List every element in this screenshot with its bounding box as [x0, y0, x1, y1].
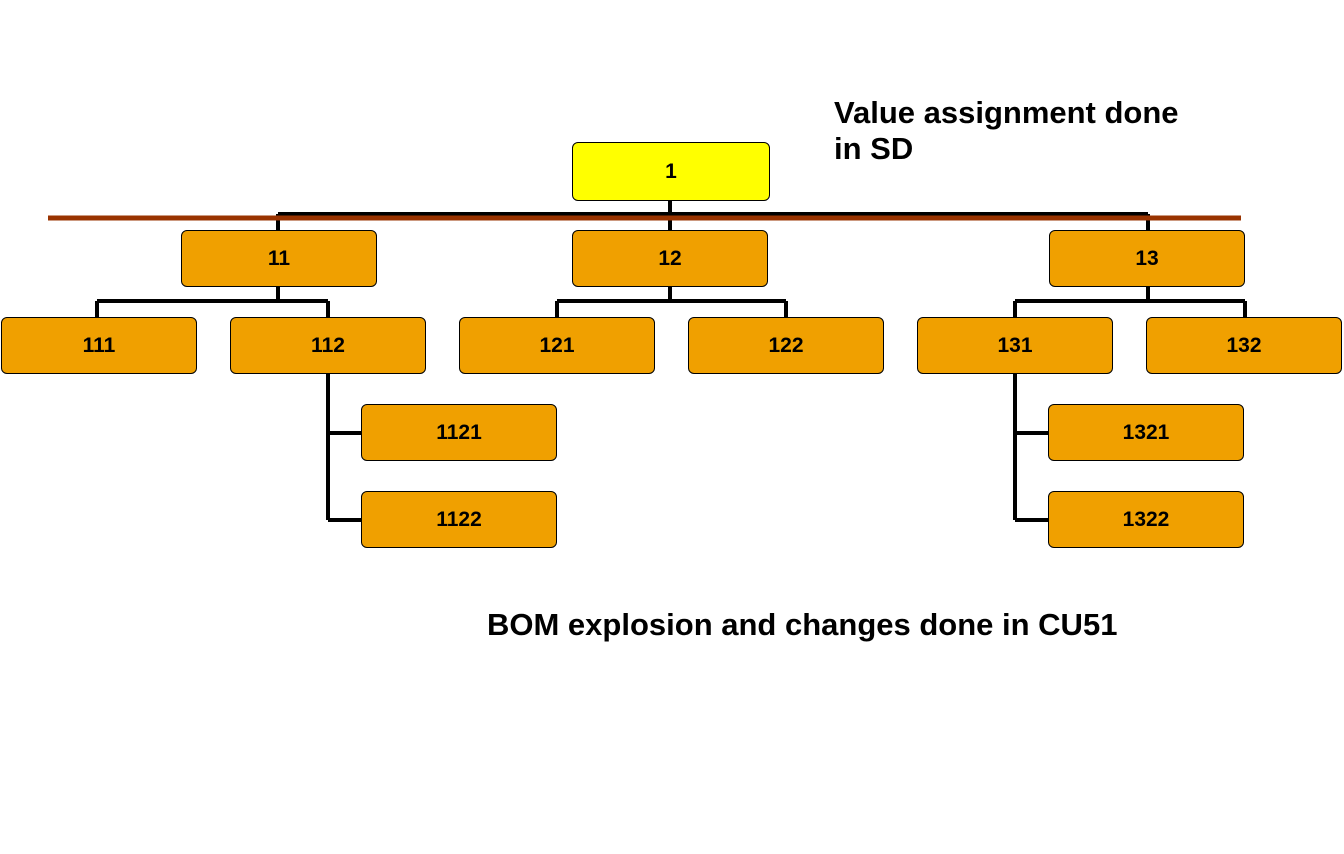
- node-label: 1: [665, 159, 677, 183]
- node-label: 112: [311, 333, 345, 357]
- caption-line: Value assignment done: [834, 95, 1179, 130]
- node-label: 1321: [1122, 420, 1170, 444]
- node-112: 112: [230, 317, 426, 374]
- node-132: 132: [1146, 317, 1342, 374]
- node-label: 1122: [436, 507, 482, 531]
- node-label: 122: [768, 333, 804, 357]
- node-1322: 1322: [1048, 491, 1244, 548]
- node-11: 11: [181, 230, 377, 287]
- node-label: 111: [82, 333, 116, 357]
- node-1122: 1122: [361, 491, 557, 548]
- node-label: 13: [1135, 246, 1159, 270]
- node-label: 12: [658, 246, 682, 270]
- node-1321: 1321: [1048, 404, 1244, 461]
- node-12: 12: [572, 230, 768, 287]
- node-13: 13: [1049, 230, 1245, 287]
- node-label: 132: [1226, 333, 1262, 357]
- node-111: 111: [1, 317, 197, 374]
- node-122: 122: [688, 317, 884, 374]
- node-label: 121: [539, 333, 575, 357]
- node-1: 1: [572, 142, 770, 201]
- node-label: 1322: [1122, 507, 1170, 531]
- caption-line: in SD: [834, 131, 914, 167]
- node-1121: 1121: [361, 404, 557, 461]
- node-label: 1121: [436, 420, 482, 444]
- bom-explosion-caption: BOM explosion and changes done in CU51: [487, 607, 1118, 642]
- node-121: 121: [459, 317, 655, 374]
- node-label: 11: [267, 246, 291, 270]
- value-assignment-caption: Value assignment done in SD: [834, 95, 1179, 168]
- node-label: 131: [997, 333, 1033, 357]
- node-131: 131: [917, 317, 1113, 374]
